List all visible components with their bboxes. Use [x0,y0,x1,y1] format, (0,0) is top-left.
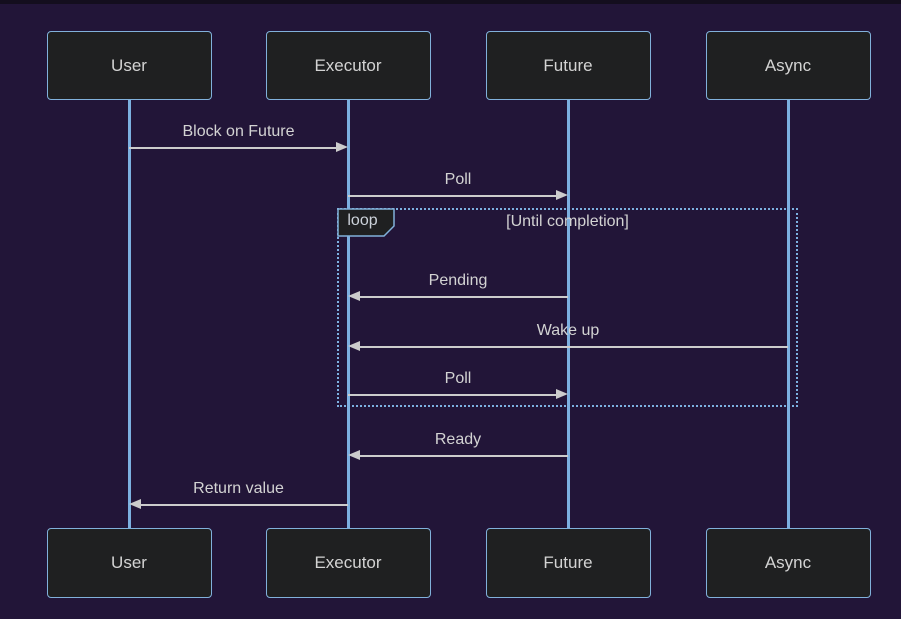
message-5-poll-arrowhead-icon [556,389,568,399]
lifeline-executor [347,100,350,528]
message-3-pending-arrowhead-icon [348,291,360,301]
message-6-ready-arrowhead-icon [348,450,360,460]
message-1-block-on-future-arrowhead-icon [336,142,348,152]
actor-top-box-user: User [46,31,212,100]
message-4-wake-up-label: Wake up [536,322,600,339]
actor-bottom-box-async: Async [705,528,871,598]
actor-bottom-box-executor: Executor [265,528,431,598]
message-5-poll-label: Poll [444,370,472,387]
lifeline-async [787,100,790,528]
actor-top-box-future: Future [485,31,651,100]
lifeline-user [128,100,131,528]
message-5-poll-line [348,394,558,396]
message-3-pending-line [358,296,568,298]
actor-bottom-box-future: Future [485,528,651,598]
message-6-ready-label: Ready [434,431,482,448]
message-4-wake-up-line [358,346,788,348]
message-3-pending-label: Pending [428,272,488,289]
message-2-poll-arrowhead-icon [556,190,568,200]
message-2-poll-line [348,195,558,197]
message-4-wake-up-arrowhead-icon [348,341,360,351]
message-2-poll-label: Poll [444,171,472,188]
loop-frame [337,208,798,407]
message-6-ready-line [358,455,568,457]
loop-label: loop [347,212,378,229]
loop-label-shape [337,208,395,237]
window-top-edge [0,0,901,4]
message-7-return-value-line [139,504,348,506]
lifeline-future [567,100,570,528]
message-7-return-value-arrowhead-icon [129,499,141,509]
actor-bottom-box-user: User [46,528,212,598]
loop-condition-label: [Until completion] [506,213,629,230]
actor-top-box-executor: Executor [265,31,431,100]
message-7-return-value-label: Return value [193,480,284,497]
message-1-block-on-future-label: Block on Future [182,123,295,140]
message-1-block-on-future-line [129,147,338,149]
actor-top-box-async: Async [705,31,871,100]
